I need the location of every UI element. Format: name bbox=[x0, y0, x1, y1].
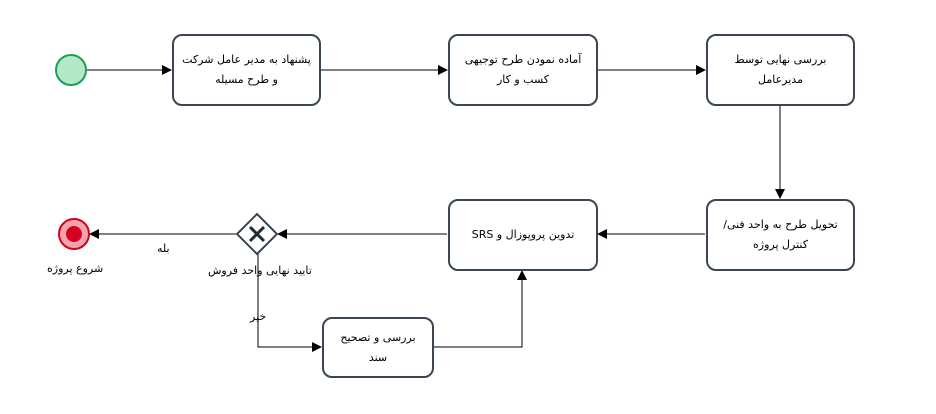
task-ceo-review[interactable]: بررسی نهایی توسط مدیرعامل bbox=[706, 34, 855, 106]
task-label: پشنهاد به مدیر عامل شرکت و طرح مسیله bbox=[182, 53, 311, 86]
task-proposal-to-ceo[interactable]: پشنهاد به مدیر عامل شرکت و طرح مسیله bbox=[172, 34, 321, 106]
task-label: آماده نمودن طرح توجیهی کسب و کار bbox=[464, 53, 582, 86]
task-label: تدوین پروپوزال و SRS bbox=[471, 228, 575, 241]
start-event[interactable] bbox=[55, 54, 87, 86]
exclusive-gateway[interactable] bbox=[235, 212, 279, 256]
task-review-correct[interactable]: بررسی و تصحیح سند bbox=[322, 317, 434, 378]
gateway-label: تایید نهایی واحد فروش bbox=[208, 264, 312, 277]
x-icon bbox=[248, 225, 266, 243]
task-label: تحویل طرح به واحد فنی/کنترل پروژه bbox=[723, 218, 838, 251]
flow-yes-label: بله bbox=[157, 242, 170, 255]
flow-no-label: خیر bbox=[250, 310, 267, 323]
task-label: بررسی نهایی توسط مدیرعامل bbox=[734, 53, 827, 86]
flow-task6-to-task5 bbox=[434, 270, 527, 348]
task-proposal-srs[interactable]: تدوین پروپوزال و SRS bbox=[448, 199, 598, 271]
task-label: بررسی و تصحیح سند bbox=[340, 330, 416, 364]
task-business-plan[interactable]: آماده نمودن طرح توجیهی کسب و کار bbox=[448, 34, 598, 106]
flow-gateway-no bbox=[257, 254, 322, 352]
end-event-label: شروع پروژه bbox=[47, 262, 104, 275]
end-event-dot bbox=[66, 226, 82, 242]
task-deliver-to-pmo[interactable]: تحویل طرح به واحد فنی/کنترل پروژه bbox=[706, 199, 855, 271]
